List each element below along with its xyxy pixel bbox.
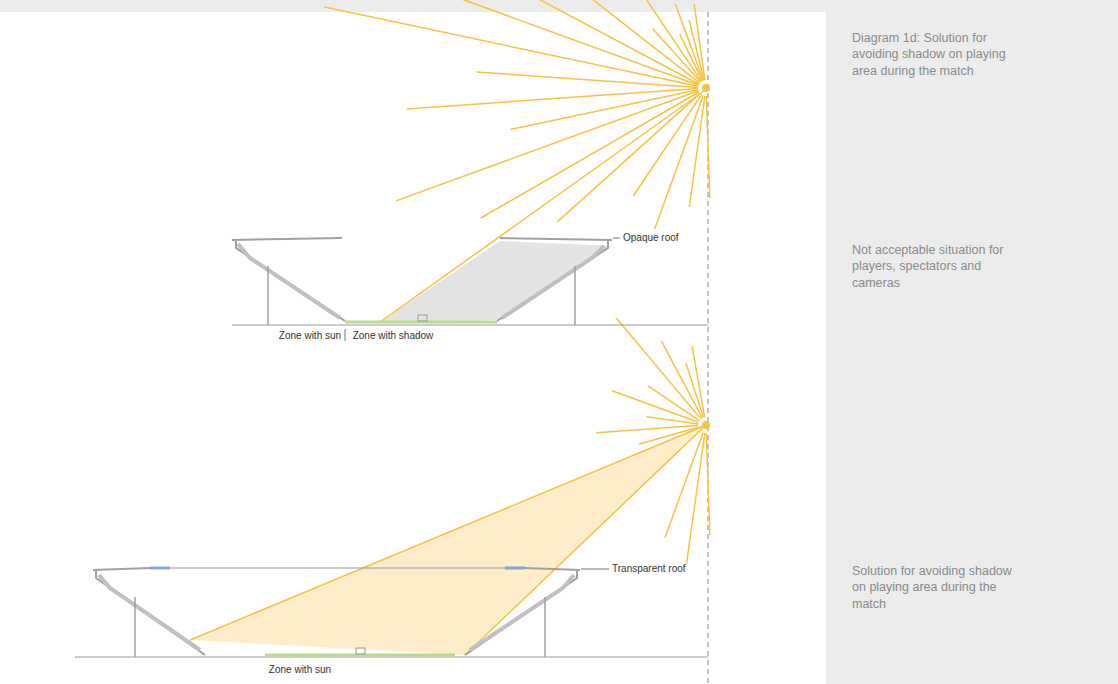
left-stand [232,238,345,321]
right-stand [497,238,612,321]
sun-ray [689,96,705,207]
diagram-title: Diagram 1d: Solution for avoiding shadow… [852,30,1017,79]
sun-ray [687,433,705,564]
right-stand-seating [502,246,604,318]
roof-label: Opaque roof [623,232,679,243]
column [544,597,546,657]
sun-ray [686,363,704,417]
goal [356,648,365,654]
note: Solution for avoiding shadow on playing … [852,563,1017,612]
shadow-area [380,241,612,322]
sun-ray [557,93,700,221]
sun [702,84,710,92]
side-panel [826,12,1118,684]
sun-ray [465,425,706,655]
zone-label: Zone with sun [279,330,341,341]
sun-ray [633,95,701,196]
sun-ray [647,417,698,424]
sun [702,421,710,429]
ground-line [75,656,708,657]
right-stand-seating [470,575,574,650]
zone-label: Zone with sun [269,664,331,675]
sun-beam [190,425,706,655]
column [267,266,269,325]
sun-ray [648,386,699,421]
sun-ray [706,433,710,535]
transparent-roof [170,568,505,569]
sun-ray [396,91,699,201]
sun-ray [477,72,698,87]
right-stand [465,568,580,655]
sun-ray [680,34,703,81]
left-stand [93,568,205,655]
left-stand-seating [238,244,340,318]
left-stand-seating [99,575,200,650]
sun-rays [325,0,710,229]
zone-label: Zone with shadow [353,330,434,341]
sun-ray [692,346,705,417]
leader-line [581,569,609,570]
column [134,597,136,657]
column [574,266,576,325]
sun-rays [596,318,710,564]
sun-ray [652,29,700,83]
goal [418,315,427,321]
sun-ray [616,318,701,419]
leader-line [613,238,620,239]
roof-glazing [505,567,525,570]
sun-ray [706,96,710,198]
sun-ray [396,0,699,85]
zone-divider [345,329,346,341]
ground-line [232,324,708,325]
sun-ray [190,425,706,640]
note: Not acceptable situation for players, sp… [852,242,1017,291]
sun-ray [476,0,699,84]
sun-ray [380,88,708,322]
roof-label: Transparent roof [612,563,686,574]
roof-glazing [150,567,170,570]
